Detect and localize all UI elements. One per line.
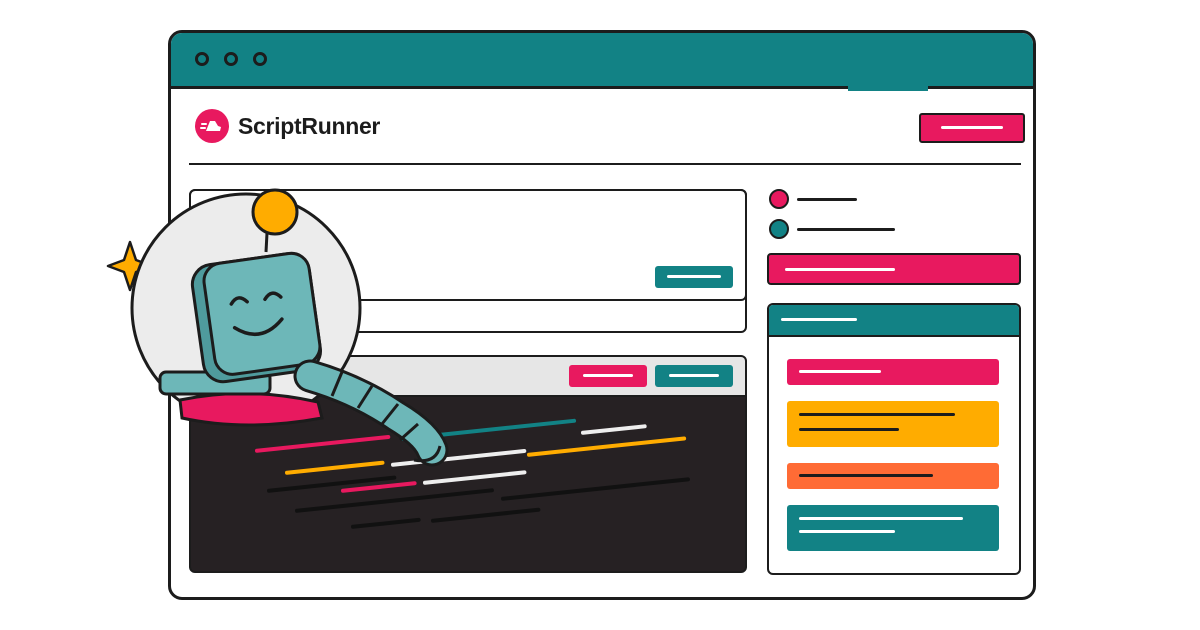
robot-mascot-icon [96, 178, 476, 478]
app-window: ScriptRunner [168, 30, 1036, 600]
code-line [526, 436, 687, 457]
editor-run-button[interactable] [569, 365, 647, 387]
window-titlebar [171, 33, 1033, 89]
legend-line [797, 198, 857, 201]
brand-logo[interactable]: ScriptRunner [195, 109, 380, 143]
sidebar-card-pink[interactable] [787, 359, 999, 385]
legend-dot-pink [769, 189, 789, 209]
brand-name: ScriptRunner [238, 112, 381, 139]
code-line [500, 477, 691, 501]
sidebar-card-yellow[interactable] [787, 401, 999, 447]
window-dot-icon[interactable] [224, 52, 238, 66]
sidebar-card-teal[interactable] [787, 505, 999, 551]
sidebar-primary-button[interactable] [767, 253, 1021, 285]
window-dot-icon[interactable] [195, 52, 209, 66]
active-tab-indicator [848, 86, 928, 91]
scriptrunner-logo-icon [195, 109, 229, 143]
code-editor[interactable] [189, 355, 747, 573]
window-dot-icon[interactable] [253, 52, 267, 66]
sidebar-panel [767, 303, 1021, 575]
code-line [430, 507, 541, 523]
sidebar-card-orange[interactable] [787, 463, 999, 489]
code-line [350, 517, 421, 529]
input-panel-button[interactable] [655, 266, 733, 288]
code-line [294, 488, 495, 513]
header-action-button[interactable] [919, 113, 1025, 143]
code-line [580, 424, 647, 435]
sidebar-panel-header [769, 305, 1019, 337]
legend-dot-teal [769, 219, 789, 239]
editor-secondary-button[interactable] [655, 365, 733, 387]
legend-line [797, 228, 895, 231]
header-divider [189, 163, 1021, 165]
